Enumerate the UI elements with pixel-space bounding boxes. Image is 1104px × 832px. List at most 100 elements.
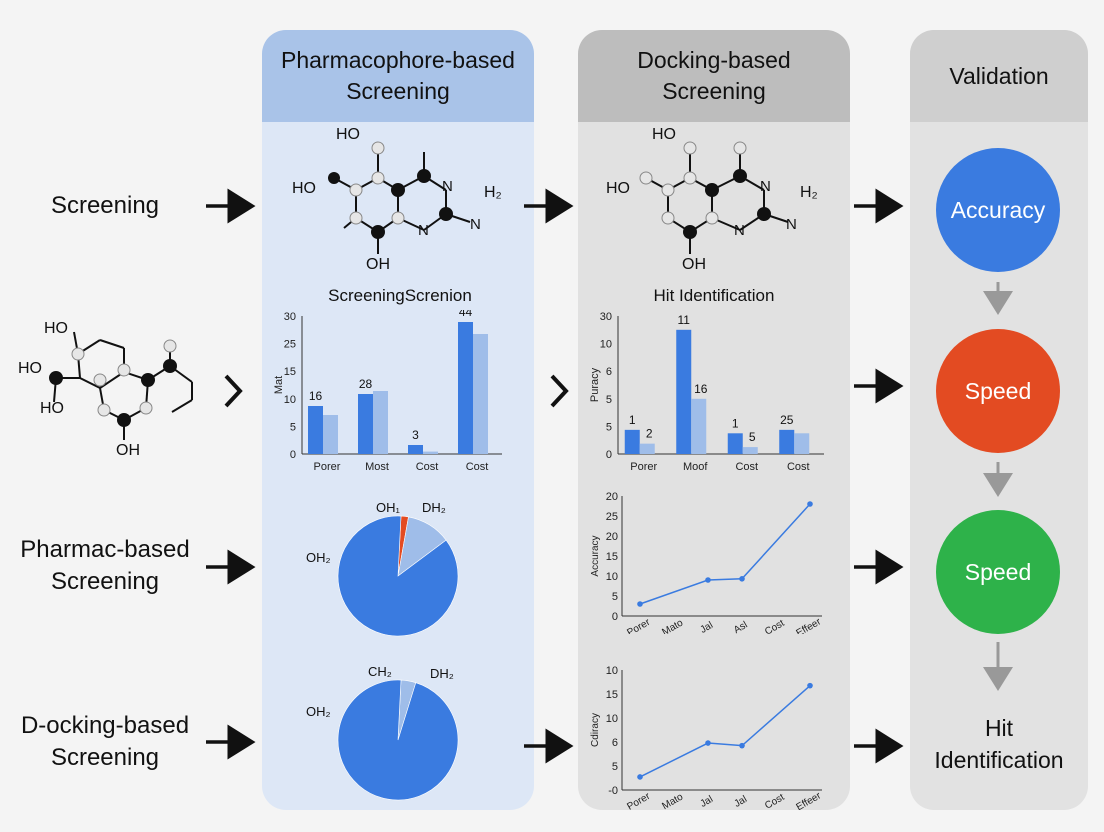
data-point: [807, 501, 813, 507]
y-tick-label: 15: [606, 551, 618, 563]
x-tick-label: Mato: [660, 791, 685, 810]
pie-slice: [337, 515, 459, 637]
bar: [742, 447, 758, 454]
chevron-right-icon: [550, 374, 569, 408]
speed-label-1: Speed: [964, 377, 1032, 404]
y-tick-label: 25: [284, 339, 296, 351]
left-mol-label-oh: OH: [116, 442, 140, 459]
pharmacophore-header-line2: Screening: [346, 78, 450, 104]
mol-label-ho-top: HO: [652, 126, 676, 143]
bar: [779, 429, 795, 454]
y-tick-label: 10: [606, 571, 618, 583]
bar: [676, 329, 692, 454]
pie-label: OH₁: [376, 500, 401, 515]
row-label-screening: Screening: [50, 192, 160, 219]
bar: [794, 433, 810, 454]
bar-data-label: 16: [309, 389, 323, 403]
mol-label-ho-left: HO: [292, 180, 316, 197]
y-tick-label: 6: [612, 737, 618, 749]
y-axis-label: Cdiracy: [590, 713, 601, 747]
y-axis-label: Mat: [273, 376, 285, 394]
mol-label-h2: H₂: [484, 184, 502, 201]
pie-chart-2: CH₂ DH₂ OH₂: [306, 664, 459, 801]
x-tick-label: Cost: [787, 461, 810, 473]
accuracy-circle: Accuracy: [936, 148, 1060, 272]
mol-label-n1: N: [442, 178, 453, 195]
y-tick-label: 30: [284, 311, 296, 323]
hit-identification-line2: Identification: [934, 747, 1064, 773]
x-tick-label: Asl: [732, 620, 750, 634]
x-tick-label: Effeer: [795, 616, 824, 634]
x-tick-label: Cost: [735, 461, 758, 473]
y-tick-label: 0: [290, 449, 296, 461]
series-line: [639, 685, 811, 778]
hit-identification-label: Hit Identification: [912, 712, 1086, 776]
bar-data-label: 1: [732, 416, 739, 430]
left-mol-label-ho3: HO: [40, 400, 64, 417]
y-tick-label: 5: [606, 421, 612, 433]
y-tick-label: 5: [606, 394, 612, 406]
y-axis-label: Puracy: [589, 367, 601, 402]
y-tick-label: -0: [608, 785, 618, 797]
pie-label: CH₂: [368, 664, 392, 679]
bar-data-label: 2: [646, 427, 653, 441]
x-tick-label: Cost: [763, 618, 786, 634]
validation-header-title: Validation: [949, 62, 1049, 89]
y-tick-label: 10: [606, 713, 618, 725]
y-tick-label: 20: [606, 531, 618, 543]
x-tick-label: Jal: [732, 794, 749, 810]
data-point: [739, 576, 745, 582]
bar: [373, 391, 388, 454]
mol-label-n2: N: [418, 222, 429, 239]
bar-chart-2: 05561030PuracyPorer12Moof1116Cost15Cost2…: [589, 311, 824, 473]
docking-header-line2: Screening: [662, 78, 766, 104]
pie-label: OH₂: [306, 550, 331, 565]
bar-data-label: 3: [412, 428, 419, 442]
mol-label-n1: N: [760, 178, 771, 195]
y-tick-label: 15: [606, 689, 618, 701]
y-axis-label: Accuracy: [590, 535, 601, 576]
docking-column: Docking-based Screening: [578, 30, 850, 810]
bar: [473, 334, 488, 454]
left-mol-label-ho2: HO: [18, 360, 42, 377]
x-tick-label: Most: [365, 461, 389, 473]
row-label-docking-line1: D-ocking-based: [20, 712, 190, 739]
molecule-atoms-pharm: [328, 141, 453, 239]
data-point: [739, 742, 745, 749]
x-tick-label: Porer: [625, 791, 652, 810]
y-tick-label: 0: [606, 449, 612, 461]
validation-column-header: Validation: [910, 30, 1088, 122]
bar: [458, 322, 473, 454]
y-tick-label: 30: [600, 311, 612, 323]
bar: [727, 433, 743, 454]
y-tick-label: 15: [284, 366, 296, 378]
x-tick-label: Mato: [660, 617, 685, 634]
bar: [639, 443, 655, 454]
chevron-right-icon: [224, 374, 243, 408]
x-tick-label: Cost: [416, 461, 439, 473]
pie-slice: [337, 679, 459, 801]
bar-data-label: 28: [359, 377, 373, 391]
speed-circle-green: Speed: [936, 510, 1060, 634]
bar: [408, 445, 423, 454]
data-point: [807, 682, 813, 689]
pie-label: DH₂: [430, 666, 454, 681]
x-tick-label: Porer: [630, 461, 657, 473]
bar: [423, 451, 438, 454]
x-tick-label: Jal: [698, 620, 715, 634]
y-tick-label: 10: [606, 665, 618, 677]
speed-label-2: Speed: [964, 558, 1032, 585]
speed-circle-red: Speed: [936, 329, 1060, 453]
data-point: [637, 601, 643, 607]
bar-data-label: 5: [749, 430, 756, 444]
y-tick-label: 10: [600, 339, 612, 351]
x-tick-label: Porer: [625, 617, 652, 634]
molecule-atoms-dock: [639, 141, 771, 239]
docking-column-header: Docking-based Screening: [578, 30, 850, 122]
y-tick-label: 0: [612, 611, 618, 623]
molecule-structure-dock: [645, 148, 789, 254]
molecule-structure-pharm: [333, 148, 471, 254]
pie-label: OH₂: [306, 704, 331, 719]
bar: [308, 406, 323, 454]
